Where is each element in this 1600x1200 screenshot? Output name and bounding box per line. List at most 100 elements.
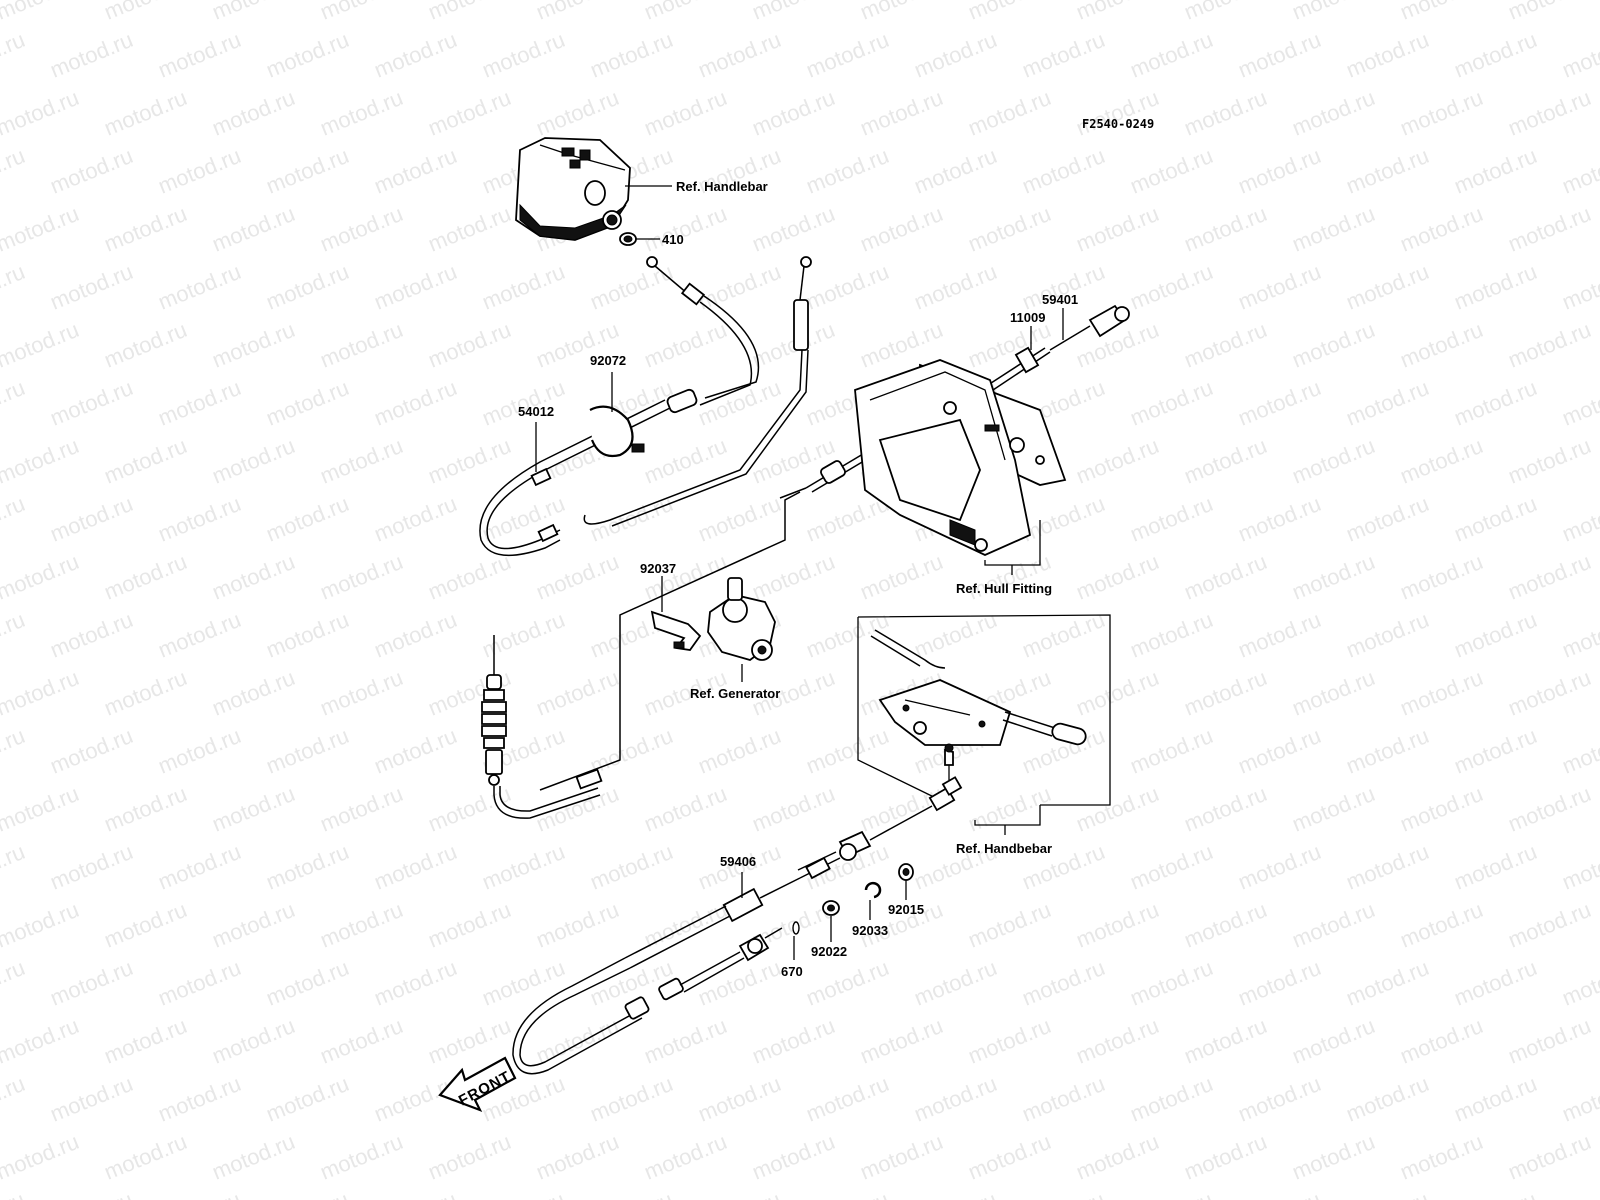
watermark-text: motod.ru	[1181, 85, 1271, 141]
watermark-text: motod.ru	[1181, 897, 1271, 953]
watermark-text: motod.ru	[1343, 27, 1433, 83]
watermark-text: motod.ru	[209, 433, 299, 489]
watermark-text: motod.ru	[425, 201, 515, 257]
watermark-text: motod.ru	[695, 1187, 785, 1200]
watermark-text: motod.ru	[1505, 85, 1595, 141]
watermark-text: motod.ru	[47, 27, 137, 83]
watermark-text: motod.ru	[209, 897, 299, 953]
watermark-text: motod.ru	[317, 897, 407, 953]
cable-bellows-left	[481, 635, 603, 819]
watermark-text: motod.ru	[1235, 955, 1325, 1011]
watermark-text: motod.ru	[0, 1187, 28, 1200]
watermark-text: motod.ru	[263, 723, 353, 779]
watermark-text: motod.ru	[1181, 433, 1271, 489]
label-92072: 92072	[590, 353, 626, 368]
watermark-text: motod.ru	[749, 781, 839, 837]
watermark-text: motod.ru	[1289, 317, 1379, 373]
watermark-text: motod.ru	[1127, 723, 1217, 779]
watermark-text: motod.ru	[101, 549, 191, 605]
watermark-text: motod.ru	[479, 839, 569, 895]
watermark-text: motod.ru	[425, 897, 515, 953]
watermark-text: motod.ru	[209, 317, 299, 373]
watermark-text: motod.ru	[1451, 607, 1541, 663]
watermark-text: motod.ru	[0, 259, 28, 315]
watermark-text: motod.ru	[101, 1129, 191, 1185]
watermark-text: motod.ru	[1343, 1071, 1433, 1127]
watermark-text: motod.ru	[317, 1129, 407, 1185]
watermark-text: motod.ru	[209, 665, 299, 721]
watermark-text: motod.ru	[1505, 549, 1595, 605]
watermark-text: motod.ru	[695, 491, 785, 547]
watermark-text: motod.ru	[1289, 549, 1379, 605]
watermark-text: motod.ru	[1073, 0, 1163, 25]
watermark-text: motod.ru	[371, 723, 461, 779]
watermark-text: motod.ru	[965, 201, 1055, 257]
nut-92015	[898, 863, 914, 881]
watermark-text: motod.ru	[911, 955, 1001, 1011]
label-ref-generator: Ref. Generator	[690, 686, 780, 701]
cable-upper-right	[583, 256, 812, 527]
watermark-text: motod.ru	[587, 1071, 677, 1127]
watermark-text: motod.ru	[1235, 143, 1325, 199]
watermark-text: motod.ru	[155, 1071, 245, 1127]
watermark-text: motod.ru	[47, 1071, 137, 1127]
label-11009: 11009	[1010, 310, 1045, 325]
watermark-text: motod.ru	[0, 607, 28, 663]
watermark-text: motod.ru	[1019, 955, 1109, 1011]
leader-ref-handlebar-bottom	[974, 805, 1041, 826]
watermark-text: motod.ru	[1397, 0, 1487, 25]
watermark-text: motod.ru	[209, 1013, 299, 1069]
watermark-text: motod.ru	[1235, 839, 1325, 895]
clamp-92072	[589, 405, 645, 458]
watermark-text: motod.ru	[911, 259, 1001, 315]
watermark-text: motod.ru	[317, 781, 407, 837]
watermark-text: motod.ru	[1397, 317, 1487, 373]
watermark-text: motod.ru	[1235, 607, 1325, 663]
watermark-text: motod.ru	[1505, 201, 1595, 257]
watermark-text: motod.ru	[1073, 433, 1163, 489]
watermark-text: motod.ru	[641, 317, 731, 373]
watermark-text: motod.ru	[101, 897, 191, 953]
watermark-text: motod.ru	[695, 1071, 785, 1127]
watermark-text: motod.ru	[317, 85, 407, 141]
watermark-text: motod.ru	[1235, 259, 1325, 315]
watermark-text: motod.ru	[533, 549, 623, 605]
watermark-text: motod.ru	[0, 491, 28, 547]
watermark-text: motod.ru	[425, 781, 515, 837]
label-410: 410	[662, 232, 684, 247]
watermark-text: motod.ru	[209, 1129, 299, 1185]
watermark-text: motod.ru	[965, 549, 1055, 605]
watermark-text: motod.ru	[1505, 317, 1595, 373]
watermark-text: motod.ru	[425, 85, 515, 141]
watermark-text: motod.ru	[641, 1013, 731, 1069]
watermark-text: motod.ru	[209, 201, 299, 257]
watermark-text: motod.ru	[749, 85, 839, 141]
watermark-text: motod.ru	[0, 1013, 82, 1069]
watermark-text: motod.ru	[1559, 955, 1600, 1011]
watermark-text: motod.ru	[209, 85, 299, 141]
label-670: 670	[781, 964, 803, 979]
watermark-text: motod.ru	[101, 317, 191, 373]
watermark-text: motod.ru	[1019, 27, 1109, 83]
watermark-text: motod.ru	[1451, 259, 1541, 315]
watermark-text: motod.ru	[1073, 201, 1163, 257]
watermark-text: motod.ru	[1127, 259, 1217, 315]
watermark-text: motod.ru	[533, 1013, 623, 1069]
watermark-text: motod.ru	[1127, 839, 1217, 895]
watermark-text: motod.ru	[47, 143, 137, 199]
watermark-text: motod.ru	[1019, 143, 1109, 199]
watermark-text: motod.ru	[1505, 0, 1595, 25]
generator	[707, 577, 776, 661]
watermark-text: motod.ru	[803, 259, 893, 315]
watermark-text: motod.ru	[857, 201, 947, 257]
watermark-text: motod.ru	[1235, 723, 1325, 779]
watermark-text: motod.ru	[641, 549, 731, 605]
watermark-text: motod.ru	[425, 317, 515, 373]
watermark-text: motod.ru	[1019, 491, 1109, 547]
watermark-text: motod.ru	[371, 1071, 461, 1127]
watermark-text: motod.ru	[587, 723, 677, 779]
watermark-text: motod.ru	[1181, 0, 1271, 25]
watermark-text: motod.ru	[911, 1187, 1001, 1200]
watermark-text: motod.ru	[1397, 781, 1487, 837]
